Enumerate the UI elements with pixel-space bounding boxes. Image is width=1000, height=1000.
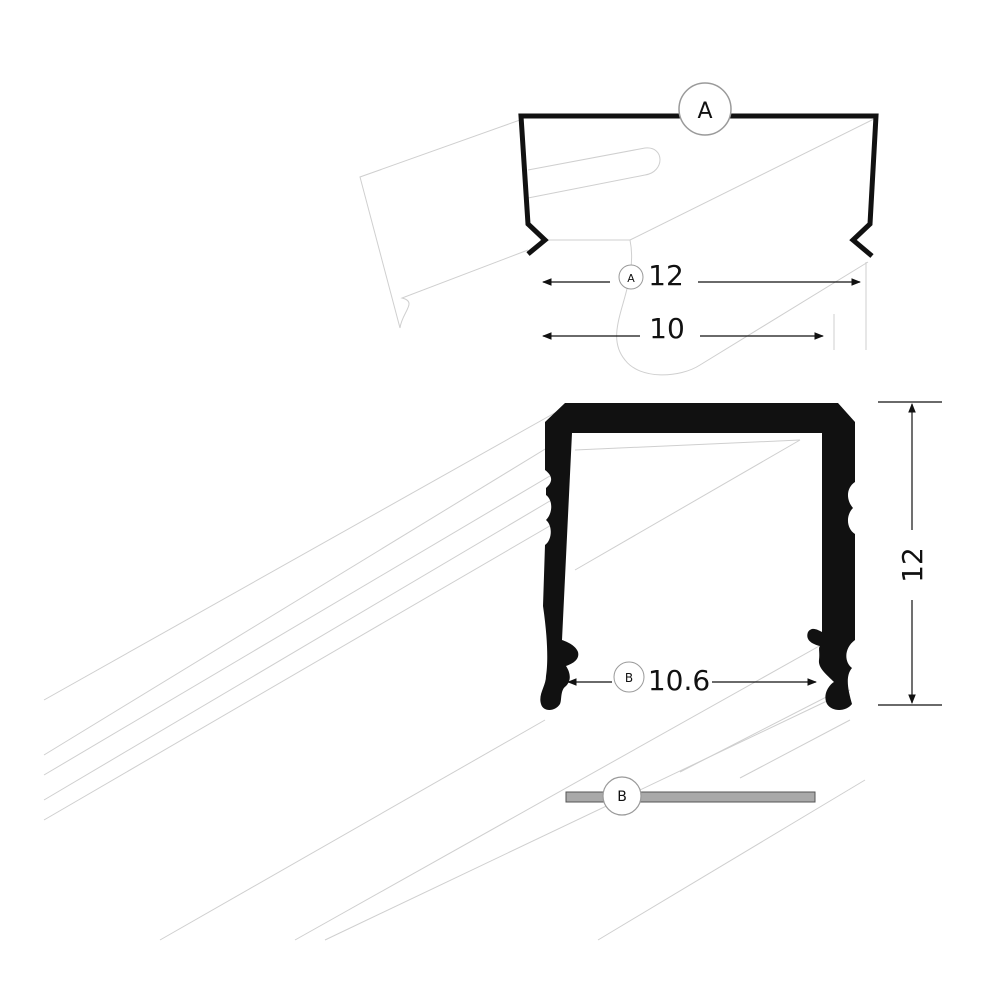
cover-profile <box>518 113 879 258</box>
cover-slot-outline <box>527 147 661 199</box>
cover-badge: A <box>678 82 732 136</box>
cover-section: A A 12 10 <box>359 82 879 376</box>
diffuser-section: B <box>565 776 816 816</box>
extrusion-line <box>597 779 866 941</box>
u-profile-section: 12 B 10.6 <box>540 401 942 710</box>
profile-height-dim: 12 <box>878 401 942 706</box>
cover-dim-12: A 12 <box>542 259 861 292</box>
diffuser-badge <box>602 776 642 816</box>
diffuser-bar <box>565 791 816 803</box>
extrusion-line <box>739 719 851 779</box>
extrusion-line <box>324 689 851 941</box>
extrusion-line <box>43 409 561 701</box>
profile-opening-dim: B 10.6 <box>567 661 817 697</box>
extrusion-line <box>159 719 546 941</box>
cover-dim-value: 12 <box>648 259 684 292</box>
u-profile <box>540 403 855 710</box>
extrusion-line <box>294 639 831 941</box>
cover-dim-badge: A <box>627 272 635 285</box>
cover-side-outline <box>359 119 529 329</box>
extrusion-line <box>43 519 561 821</box>
cover-dim-10: 10 <box>542 312 824 345</box>
cover-hidden-line <box>629 117 877 241</box>
extrusion-line <box>43 439 561 756</box>
extrusion-lines <box>43 409 866 941</box>
extrusion-line <box>679 689 841 773</box>
diffuser-badge-label: B <box>617 789 627 805</box>
profile-height-value: 12 <box>896 547 929 583</box>
extrusion-line <box>43 469 561 776</box>
cover-dim-value: 10 <box>649 312 685 345</box>
extrusion-line <box>43 494 561 801</box>
extrusion-line <box>574 439 801 451</box>
profile-opening-value: 10.6 <box>648 664 710 697</box>
cover-badge-label: A <box>697 99 712 124</box>
profile-opening-badge: B <box>625 671 633 685</box>
extrusion-line <box>574 439 801 571</box>
